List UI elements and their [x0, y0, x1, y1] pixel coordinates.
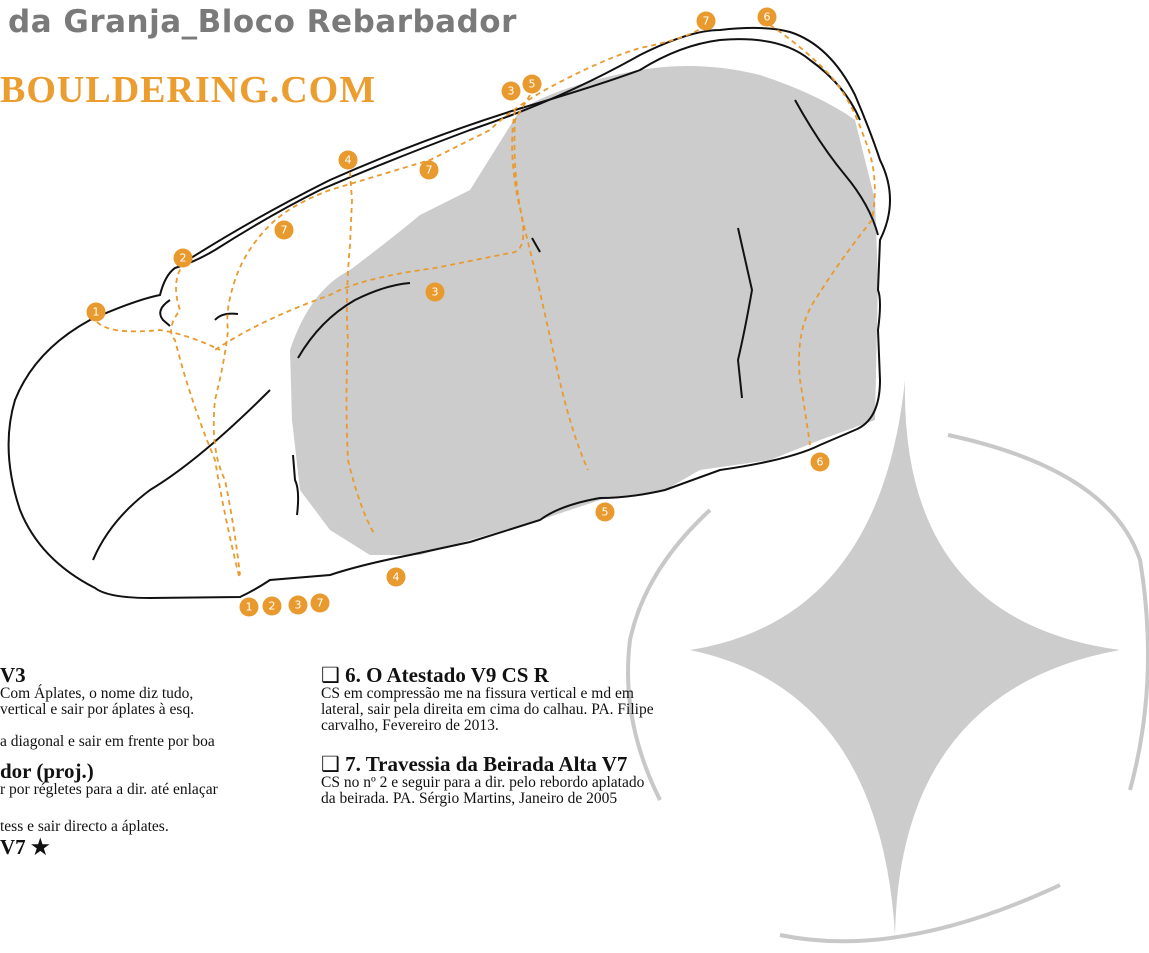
crack-feature [292, 454, 300, 516]
route-marker-4: 4 [386, 567, 406, 587]
svg-text:3: 3 [295, 599, 302, 612]
crack-feature [92, 389, 271, 561]
route-line-4 [345, 171, 376, 536]
route-marker-4: 4 [338, 150, 358, 170]
brand-logo-text: BOULDERING.COM [0, 69, 377, 111]
route-marker-3: 3 [288, 595, 308, 615]
route-7-text: da beirada. PA. Sérgio Martins, Janeiro … [321, 790, 618, 807]
svg-text:6: 6 [817, 456, 824, 469]
route-6-text: CS em compressão me na fissura vertical … [321, 685, 634, 702]
route-3-description: V3 Com Áplates, o nome diz tudo, vertica… [0, 664, 194, 718]
svg-text:7: 7 [703, 15, 710, 28]
route-6-text: carvalho, Fevereiro de 2013. [321, 717, 499, 734]
route-6-description: tess e sair directo a áplates. [0, 819, 169, 835]
crack-feature [159, 299, 171, 327]
crack-feature [214, 312, 239, 321]
route-3-title: V3 [0, 663, 26, 687]
route-5-title: dor (proj.) [0, 759, 94, 783]
svg-text:1: 1 [93, 306, 100, 319]
route-line-2 [170, 261, 241, 581]
svg-text:1: 1 [246, 601, 253, 614]
route-marker-3: 3 [501, 81, 521, 101]
crack-feature [794, 99, 879, 236]
route-6-line: tess e sair directo a áplates. [0, 818, 169, 835]
route-marker-1: 1 [86, 302, 106, 322]
route-4-line: a diagonal e sair em frente por boa [0, 733, 215, 750]
route-line-6 [769, 24, 876, 446]
crack-feature [736, 227, 754, 399]
route-marker-7: 7 [274, 220, 294, 240]
crack-feature [297, 282, 411, 359]
route-line-7 [212, 24, 707, 576]
route-7-description: V7 ★ [0, 836, 50, 858]
route-6-detail: ❑ 6. O Atestado V9 CS R CS em compressão… [321, 664, 654, 734]
route-marker-2: 2 [173, 248, 193, 268]
route-marker-2: 2 [262, 596, 282, 616]
route-marker-6: 6 [757, 7, 777, 27]
route-5-line: r por régletes para a dir. até enlaçar [0, 781, 218, 798]
boulder-outline [7, 26, 891, 600]
route-3-line: vertical e sair por áplates à esq. [0, 701, 195, 718]
svg-text:7: 7 [426, 164, 433, 177]
route-6-heading: 6. O Atestado V9 CS R [345, 663, 549, 687]
compass-star-watermark [626, 380, 1149, 944]
route-7-title: V7 ★ [0, 835, 50, 859]
svg-text:3: 3 [432, 286, 439, 299]
svg-text:4: 4 [345, 154, 352, 167]
route-5-description: dor (proj.) r por régletes para a dir. a… [0, 760, 218, 798]
rock-face-shade [290, 66, 878, 555]
route-marker-7: 7 [419, 160, 439, 180]
route-marker-7: 7 [310, 593, 330, 613]
crack-feature [531, 237, 541, 253]
route-6-text: lateral, sair pela direita em cima do ca… [321, 701, 654, 718]
route-7-heading: 7. Travessia da Beirada Alta V7 [345, 752, 628, 776]
svg-text:4: 4 [393, 571, 400, 584]
svg-text:2: 2 [269, 600, 276, 613]
route-marker-3: 3 [425, 282, 445, 302]
boulder-top-edge [179, 38, 861, 266]
route-marker-5: 5 [595, 502, 615, 522]
checkbox-icon[interactable]: ❑ [321, 663, 340, 687]
route-7-detail: ❑ 7. Travessia da Beirada Alta V7 CS no … [321, 753, 644, 807]
svg-text:5: 5 [602, 506, 609, 519]
page-title: da Granja_Bloco Rebarbador [8, 4, 517, 40]
route-line-5 [513, 94, 589, 471]
route-4-description: a diagonal e sair em frente por boa [0, 734, 215, 750]
route-marker-5: 5 [522, 74, 542, 94]
svg-text:5: 5 [529, 78, 536, 91]
checkbox-icon[interactable]: ❑ [321, 752, 340, 776]
route-marker-1: 1 [239, 597, 259, 617]
route-marker-7: 7 [696, 11, 716, 31]
route-line-1 [96, 321, 221, 351]
route-7-text: CS no nº 2 e seguir para a dir. pelo reb… [321, 774, 645, 791]
route-3-line: Com Áplates, o nome diz tudo, [0, 685, 194, 702]
svg-text:3: 3 [508, 85, 515, 98]
svg-text:7: 7 [317, 597, 324, 610]
route-marker-6: 6 [810, 452, 830, 472]
svg-text:6: 6 [764, 11, 771, 24]
svg-text:2: 2 [180, 252, 187, 265]
route-line-3 [214, 109, 525, 351]
svg-text:7: 7 [281, 224, 288, 237]
